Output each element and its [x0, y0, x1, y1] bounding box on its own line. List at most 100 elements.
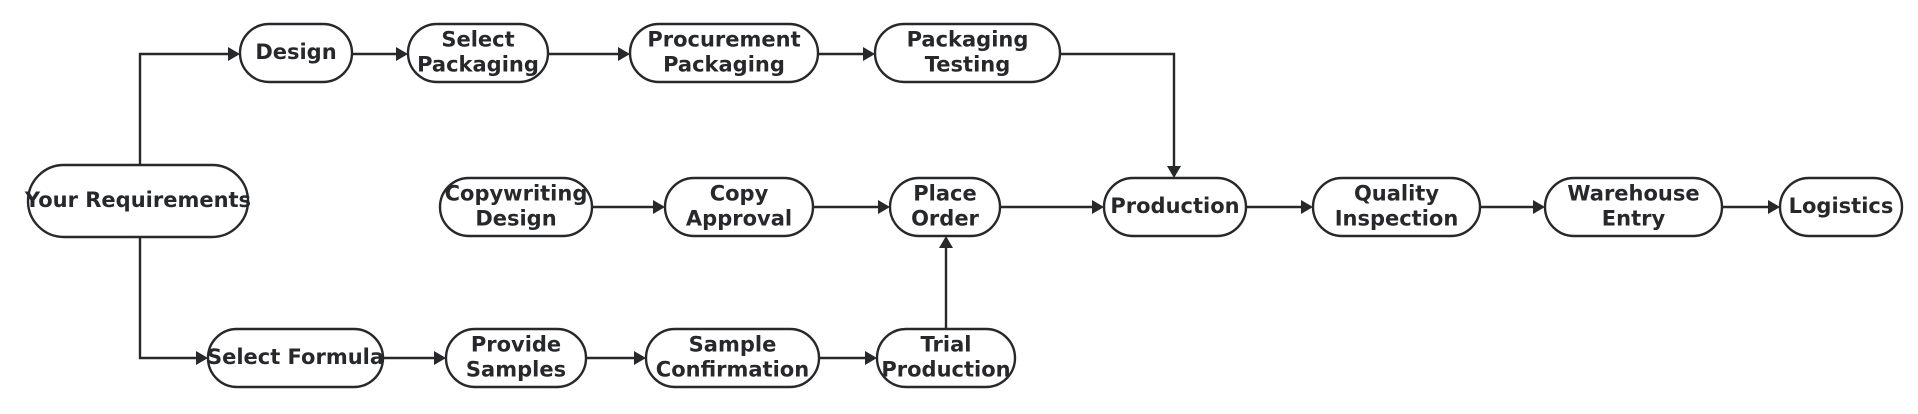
- node-label-line: Packaging: [417, 53, 539, 77]
- edge-trial-to-place-order: [939, 236, 953, 329]
- node-shape: [444, 327, 588, 389]
- arrow-head-icon: [1167, 166, 1181, 178]
- node-design[interactable]: Design: [238, 22, 354, 84]
- node-shape: [438, 176, 594, 238]
- node-label-line: Inspection: [1335, 207, 1459, 231]
- edge-place-order-to-production: [1000, 200, 1104, 214]
- node-label: Your Requirements: [24, 188, 251, 212]
- arrow-head-icon: [228, 47, 240, 61]
- arrow-head-icon: [634, 351, 646, 365]
- node-shape: [1543, 176, 1724, 238]
- arrow-head-icon: [939, 236, 953, 248]
- edge-copywriting-to-approval: [592, 200, 665, 214]
- arrow-head-icon: [434, 351, 446, 365]
- node-shape: [873, 22, 1062, 84]
- node-label: Select Formula: [207, 345, 384, 369]
- node-label-line: Select: [441, 28, 514, 52]
- edge-select-to-procurement: [548, 47, 630, 61]
- arrow-head-icon: [196, 351, 208, 365]
- arrow-head-icon: [865, 351, 877, 365]
- edges-layer: [138, 47, 1780, 365]
- edge-testing-to-production: [1060, 52, 1181, 178]
- node-label-line: Your Requirements: [24, 188, 251, 212]
- edge-design-to-select-packaging: [352, 47, 408, 61]
- arrow-head-icon: [618, 47, 630, 61]
- node-shape: [26, 163, 250, 239]
- edge-line: [138, 237, 196, 360]
- node-label-line: Packaging: [907, 28, 1029, 52]
- arrow-head-icon: [1092, 200, 1104, 214]
- node-logistics[interactable]: Logistics: [1778, 176, 1904, 238]
- node-label-line: Select Formula: [207, 345, 384, 369]
- node-shape: [1778, 176, 1904, 238]
- node-label-line: Provide: [471, 333, 561, 357]
- edge-line: [1060, 52, 1176, 166]
- edge-samples-to-confirmation: [586, 351, 646, 365]
- arrow-head-icon: [1533, 200, 1545, 214]
- node-label-line: Trial: [921, 333, 972, 357]
- node-label-line: Sample: [689, 333, 777, 357]
- node-label-line: Samples: [466, 358, 566, 382]
- node-label-line: Entry: [1602, 207, 1666, 231]
- node-label-line: Design: [475, 207, 556, 231]
- edge-req-to-design: [138, 47, 240, 165]
- node-label-line: Design: [255, 40, 336, 64]
- node-shape: [1311, 176, 1482, 238]
- node-label-line: Place: [913, 182, 976, 206]
- node-shape: [406, 22, 550, 84]
- node-label-line: Approval: [686, 207, 792, 231]
- node-label-line: Production: [881, 358, 1010, 382]
- node-label: Logistics: [1789, 194, 1894, 218]
- node-label-line: Copywriting: [445, 182, 588, 206]
- edge-approval-to-place-order: [813, 200, 890, 214]
- arrow-head-icon: [653, 200, 665, 214]
- node-select-formula[interactable]: Select Formula: [206, 327, 385, 389]
- node-shape: [888, 176, 1002, 238]
- arrow-head-icon: [396, 47, 408, 61]
- node-label-line: Production: [1110, 194, 1239, 218]
- edge-formula-to-provide-samples: [383, 351, 446, 365]
- node-label-line: Confirmation: [656, 358, 809, 382]
- arrow-head-icon: [1301, 200, 1313, 214]
- node-your-requirements[interactable]: Your Requirements: [24, 163, 251, 239]
- arrow-head-icon: [1768, 200, 1780, 214]
- edge-req-to-select-formula: [138, 237, 208, 365]
- node-shape: [206, 327, 385, 389]
- node-label-line: Procurement: [647, 28, 800, 52]
- node-shape: [1102, 176, 1248, 238]
- node-label-line: Testing: [925, 53, 1011, 77]
- edge-quality-to-warehouse: [1480, 200, 1545, 214]
- node-label-line: Logistics: [1789, 194, 1894, 218]
- node-label-line: Warehouse: [1567, 182, 1699, 206]
- node-label-line: Quality: [1354, 182, 1439, 206]
- node-label: Design: [255, 40, 336, 64]
- node-shape: [663, 176, 815, 238]
- edge-warehouse-to-logistics: [1722, 200, 1780, 214]
- node-production[interactable]: Production: [1102, 176, 1248, 238]
- edge-line: [138, 52, 228, 165]
